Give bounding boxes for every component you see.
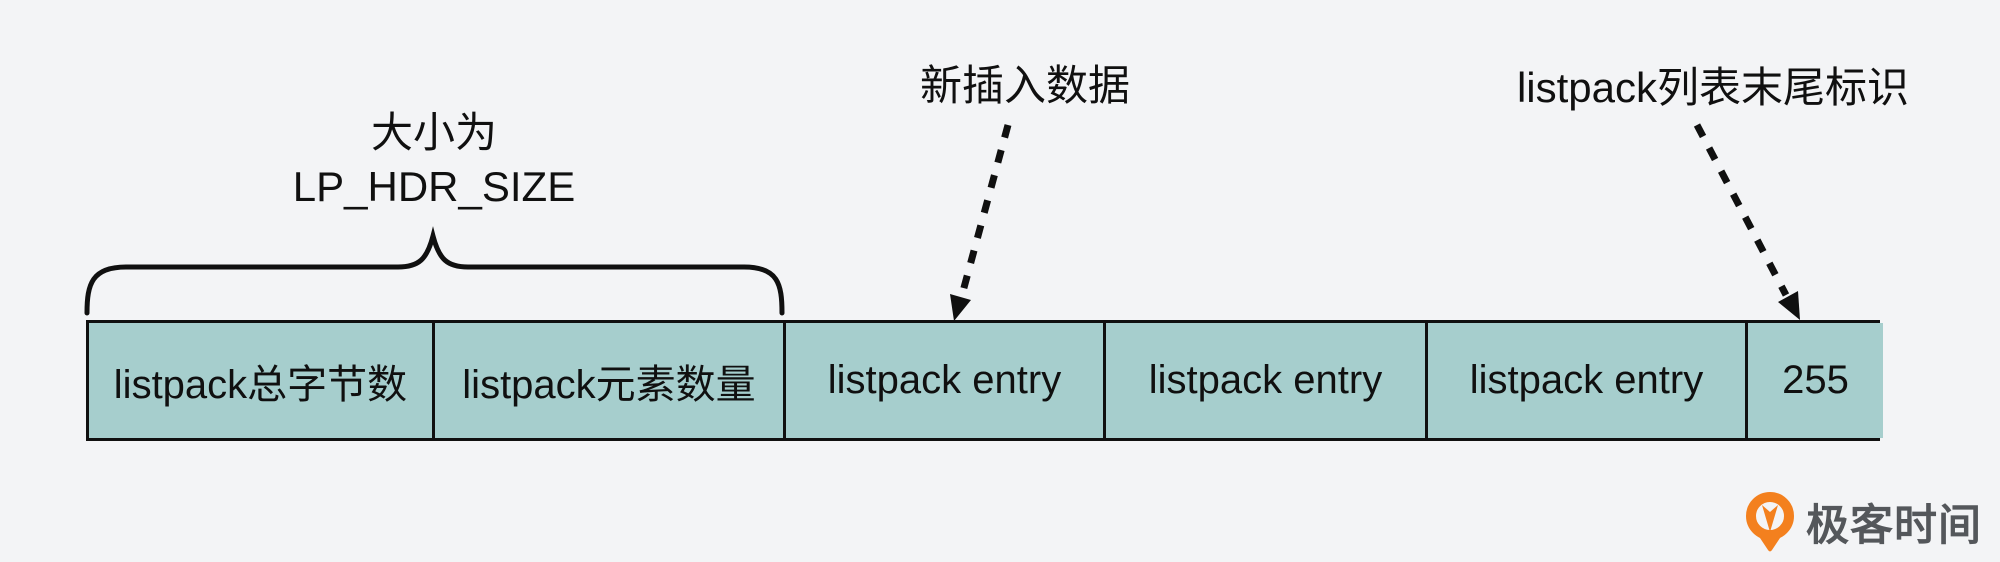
cell-end-byte: 255 [1748,323,1883,438]
curly-brace-icon [84,226,785,316]
header-size-line2: LP_HDR_SIZE [292,163,576,210]
dashed-arrow-new-data [950,124,1012,321]
listpack-bar: listpack总字节数 listpack元素数量 listpack entry… [86,320,1883,441]
cell-total-bytes: listpack总字节数 [89,323,435,438]
cell-entry-3: listpack entry [1428,323,1748,438]
cell-entry-1: listpack entry [786,323,1106,438]
geektime-logo-icon [1746,492,1794,552]
geektime-logo-text: 极客时间 [1806,502,1982,550]
cell-num-elements: listpack元素数量 [435,323,786,438]
geektime-logo: 极客时间 [1744,488,1982,556]
arrowhead-icon [1778,291,1800,320]
new-data-label: 新插入数据 [919,62,1130,109]
header-size-label: 大小为 LP_HDR_SIZE [234,106,634,214]
dashed-arrow-end-marker [1693,123,1800,320]
end-marker-label: listpack列表末尾标识 [1516,64,1910,111]
header-size-line1: 大小为 [370,109,497,156]
cell-entry-2: listpack entry [1106,323,1428,438]
arrowhead-icon [950,294,971,321]
